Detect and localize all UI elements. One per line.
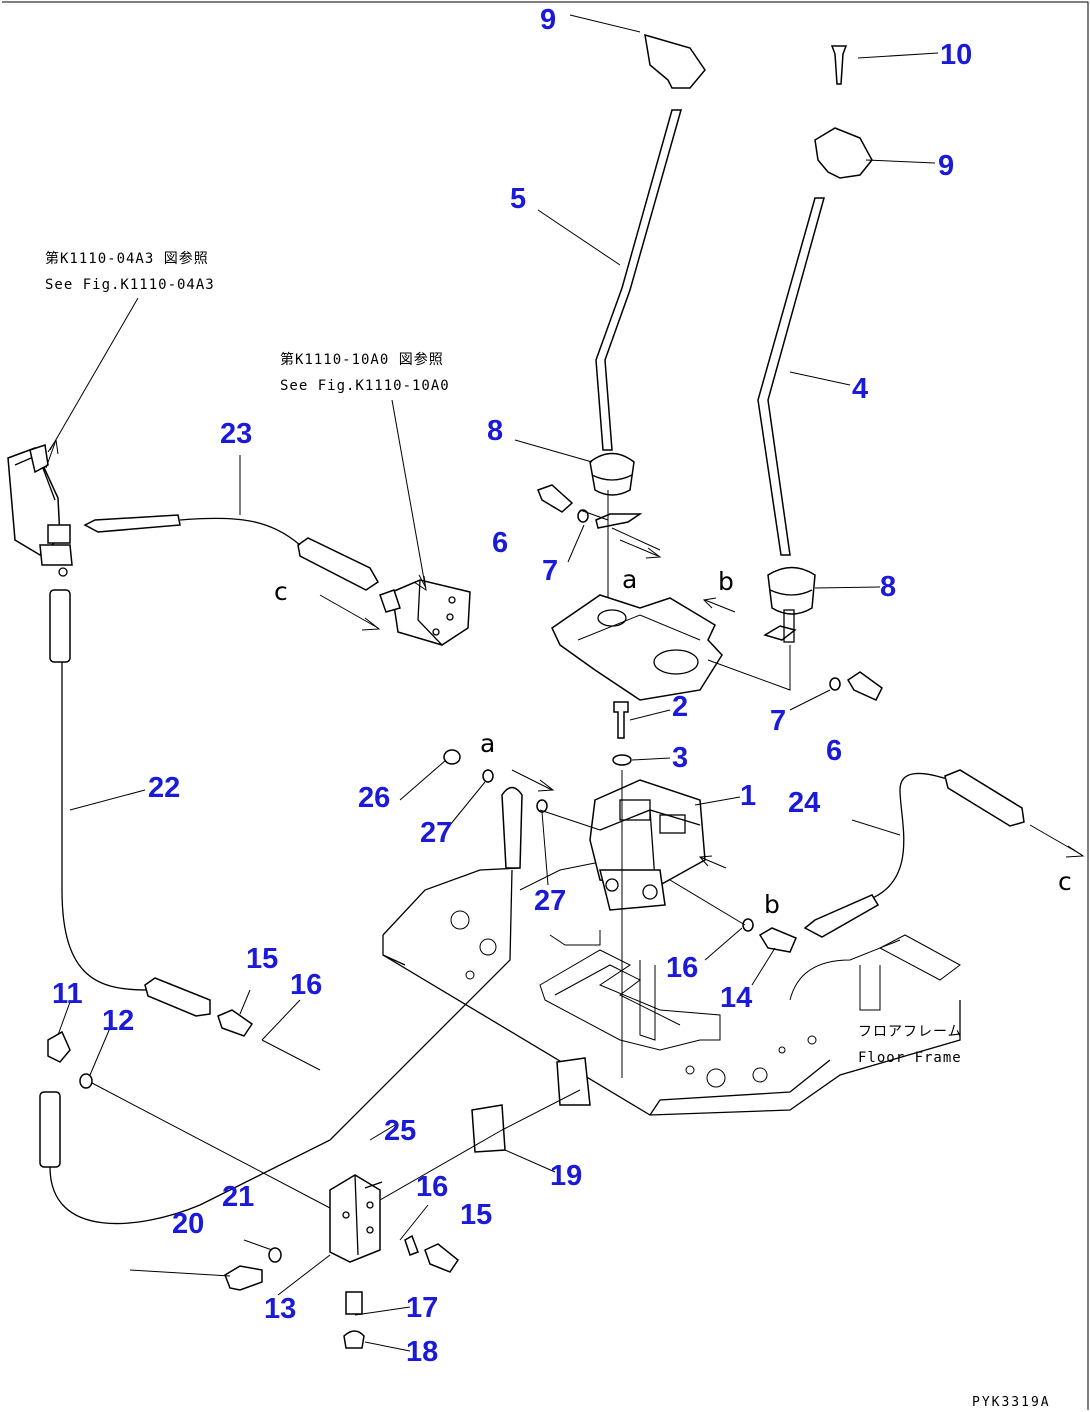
cable-25-end-left <box>39 1091 61 1168</box>
callout-15-bottom: 15 <box>460 1199 492 1231</box>
cable-22-end-bottom <box>144 977 211 1017</box>
bracket-ref-2 <box>379 579 471 646</box>
letter-c-1: c <box>274 577 288 606</box>
bolt-6-left <box>537 484 574 513</box>
pin-7-right <box>829 677 841 691</box>
bolt-10 <box>830 45 848 85</box>
floor-frame <box>382 859 961 1116</box>
leader-lines <box>49 14 939 1352</box>
cable-22 <box>61 662 149 991</box>
callout-2: 2 <box>672 691 688 723</box>
knob-9-upper <box>644 33 706 89</box>
bracket-13 <box>329 1174 383 1263</box>
cable-23 <box>179 517 301 546</box>
callout-26: 26 <box>358 782 390 814</box>
callout-3: 3 <box>672 742 688 774</box>
cable-24 <box>867 772 951 901</box>
cover-plate <box>551 594 723 701</box>
fitting-17 <box>345 1291 363 1315</box>
callout-23: 23 <box>220 418 252 450</box>
floor-tab <box>556 1057 591 1106</box>
callout-6-right: 6 <box>826 735 842 767</box>
cable-25 <box>49 1139 331 1225</box>
joint-15-bottom <box>424 1243 460 1273</box>
callout-9-lower: 9 <box>938 150 954 182</box>
cable-23-end-left <box>83 514 181 533</box>
drawing-code: PYK3319A <box>972 1395 1051 1410</box>
elbow-11 <box>47 1030 71 1063</box>
floor-label-jp: フロアフレーム <box>858 1024 963 1040</box>
pin-16-right <box>742 918 754 932</box>
callout-12: 12 <box>102 1005 134 1037</box>
switch-assembly <box>7 444 73 577</box>
letter-b-2: b <box>764 890 780 919</box>
lever-4 <box>757 197 825 643</box>
floor-label-en: Floor Frame <box>858 1050 962 1066</box>
callout-9-upper: 9 <box>540 4 556 36</box>
callout-17: 17 <box>406 1292 438 1324</box>
callout-19: 19 <box>550 1160 582 1192</box>
callout-11: 11 <box>52 978 83 1010</box>
callout-5: 5 <box>510 183 526 215</box>
cap-18 <box>343 1330 365 1349</box>
cable-25-upper <box>329 869 513 1141</box>
cable-22-end-top <box>49 589 71 663</box>
cable-24-end-top <box>944 769 1025 827</box>
joint-14 <box>758 927 797 953</box>
callout-20: 20 <box>172 1208 204 1240</box>
ref-jp-1: 第K1110-04A3 図参照 <box>45 250 209 267</box>
cable-25-end-right <box>501 786 523 869</box>
joint-15-left <box>217 1009 254 1037</box>
callout-8-left: 8 <box>487 415 503 447</box>
callout-21: 21 <box>222 1181 254 1213</box>
callout-16-bottom: 16 <box>416 1171 448 1203</box>
callout-16-right: 16 <box>666 952 698 984</box>
callout-27-left: 27 <box>420 817 452 849</box>
callout-22: 22 <box>148 772 180 804</box>
callout-18: 18 <box>406 1336 438 1368</box>
callout-16-left: 16 <box>290 969 322 1001</box>
callout-7-right: 7 <box>770 705 786 737</box>
letter-b-1: b <box>718 567 734 596</box>
ref-en-2: See Fig.K1110-10A0 <box>280 378 450 394</box>
callout-10: 10 <box>940 39 972 71</box>
callout-14: 14 <box>720 982 752 1014</box>
bolt-6-right <box>846 671 883 701</box>
washer-21 <box>268 1247 282 1263</box>
letter-a-1: a <box>622 565 637 594</box>
callout-4: 4 <box>852 373 868 405</box>
callout-8-right: 8 <box>880 571 896 603</box>
cable-24-end-bottom <box>803 894 880 938</box>
bolt-2 <box>613 701 629 739</box>
callout-6-left: 6 <box>492 527 508 559</box>
callout-25: 25 <box>384 1115 416 1147</box>
cable-23-end-right <box>297 537 379 591</box>
bolt-26 <box>443 749 461 765</box>
bolt-20 <box>224 1265 263 1291</box>
callout-13: 13 <box>264 1293 296 1325</box>
washer-3 <box>612 754 632 766</box>
bracket-19 <box>471 1104 506 1153</box>
pin-7-left <box>577 509 589 523</box>
knob-9-lower <box>814 127 873 179</box>
flow-arrows <box>45 438 1085 869</box>
ref-jp-2: 第K1110-10A0 図参照 <box>280 351 444 368</box>
callout-27-right: 27 <box>534 885 566 917</box>
washer-27-left <box>482 769 494 783</box>
control-valve <box>589 779 706 911</box>
pin-16-bottom <box>404 1234 419 1256</box>
letter-c-2: c <box>1058 867 1072 896</box>
letter-a-2: a <box>480 729 495 758</box>
callout-15-left: 15 <box>246 943 278 975</box>
callout-24: 24 <box>788 787 820 819</box>
pin-12 <box>79 1073 93 1089</box>
lever-5 <box>589 109 682 529</box>
callout-1: 1 <box>740 780 756 812</box>
ref-en-1: See Fig.K1110-04A3 <box>45 277 215 293</box>
callout-7-left: 7 <box>542 555 558 587</box>
